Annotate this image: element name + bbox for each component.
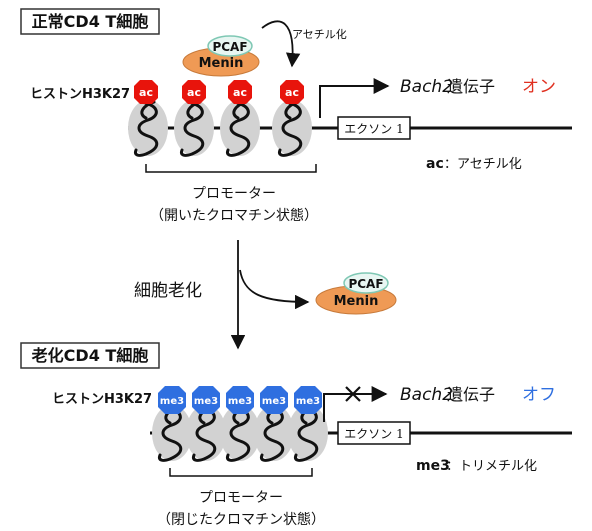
- legend-ac-text: ：アセチル化: [444, 157, 522, 172]
- acetylation-arrow: [261, 20, 301, 68]
- status-off: オフ: [522, 385, 556, 405]
- released-pcaf-protein: [343, 272, 389, 294]
- aged-title: 老化CD4 T細胞: [31, 346, 149, 365]
- aged-promoter-bracket: [169, 468, 313, 477]
- svg-text:me3: me3: [194, 396, 218, 407]
- svg-text:ac: ac: [285, 86, 299, 99]
- svg-text:me3: me3: [160, 396, 184, 407]
- svg-text:me3: me3: [296, 396, 320, 407]
- normal-histone-label: ヒストンH3K27: [30, 87, 130, 102]
- transition-label: 細胞老化: [134, 281, 202, 301]
- normal-nucleosome: [270, 98, 314, 158]
- ac-mark: ac: [228, 80, 252, 104]
- menin-label: Menin: [199, 56, 244, 71]
- svg-text:ac: ac: [187, 86, 201, 99]
- aged-exon-label: エクソン 1: [344, 427, 403, 441]
- acetylation-arrow-label: アセチル化: [292, 27, 347, 41]
- legend-ac-key: ac: [426, 156, 444, 172]
- aged-promoter-label: プロモーター: [199, 490, 283, 506]
- aged-gene-suffix: 遺伝子: [447, 385, 495, 404]
- aged-title-box: [20, 342, 160, 369]
- ac-mark: ac: [182, 80, 206, 104]
- ac-mark: ac: [280, 80, 304, 104]
- normal-title-box: [20, 8, 160, 35]
- legend-me3-key: me3: [416, 458, 450, 474]
- normal-gene-suffix: 遺伝子: [447, 77, 495, 96]
- me3-mark: me3: [158, 386, 186, 414]
- normal-exon-label: エクソン 1: [344, 122, 403, 136]
- legend-me3-text: ：トリメチル化: [446, 459, 537, 474]
- me3-mark: me3: [260, 386, 288, 414]
- pcaf-protein: [207, 35, 253, 57]
- block-cross-icon: [345, 386, 361, 402]
- status-on: オン: [522, 77, 556, 97]
- aged-promoter-state: （閉じたクロマチン状態）: [157, 512, 325, 528]
- normal-gene-name: Bach2: [400, 77, 453, 97]
- svg-text:ac: ac: [139, 86, 153, 99]
- normal-promoter-state: （開いたクロマチン状態）: [150, 208, 318, 224]
- normal-nucleosome: [126, 98, 170, 158]
- normal-title: 正常CD4 T細胞: [32, 12, 149, 31]
- normal-promoter-label: プロモーター: [192, 186, 276, 202]
- normal-promoter-bracket: [145, 164, 317, 173]
- release-arrow: [239, 269, 310, 310]
- normal-exon-box: [337, 116, 411, 140]
- aged-gene-name: Bach2: [400, 385, 453, 405]
- svg-text:ac: ac: [233, 86, 247, 99]
- normal-nucleosome: [218, 98, 262, 158]
- transcription-arrow-on: [319, 78, 390, 118]
- ac-mark: ac: [134, 80, 158, 104]
- me3-mark: me3: [294, 386, 322, 414]
- normal-nucleosome: [172, 98, 216, 158]
- released-pcaf-label: PCAF: [348, 277, 383, 291]
- transcription-arrow-off: [323, 386, 388, 422]
- me3-mark: me3: [226, 386, 254, 414]
- svg-text:me3: me3: [262, 396, 286, 407]
- me3-mark: me3: [192, 386, 220, 414]
- pcaf-label: PCAF: [212, 40, 247, 54]
- aged-histone-label: ヒストンH3K27: [52, 392, 152, 407]
- aged-exon-box: [337, 421, 411, 445]
- released-menin-label: Menin: [334, 294, 379, 309]
- svg-text:me3: me3: [228, 396, 252, 407]
